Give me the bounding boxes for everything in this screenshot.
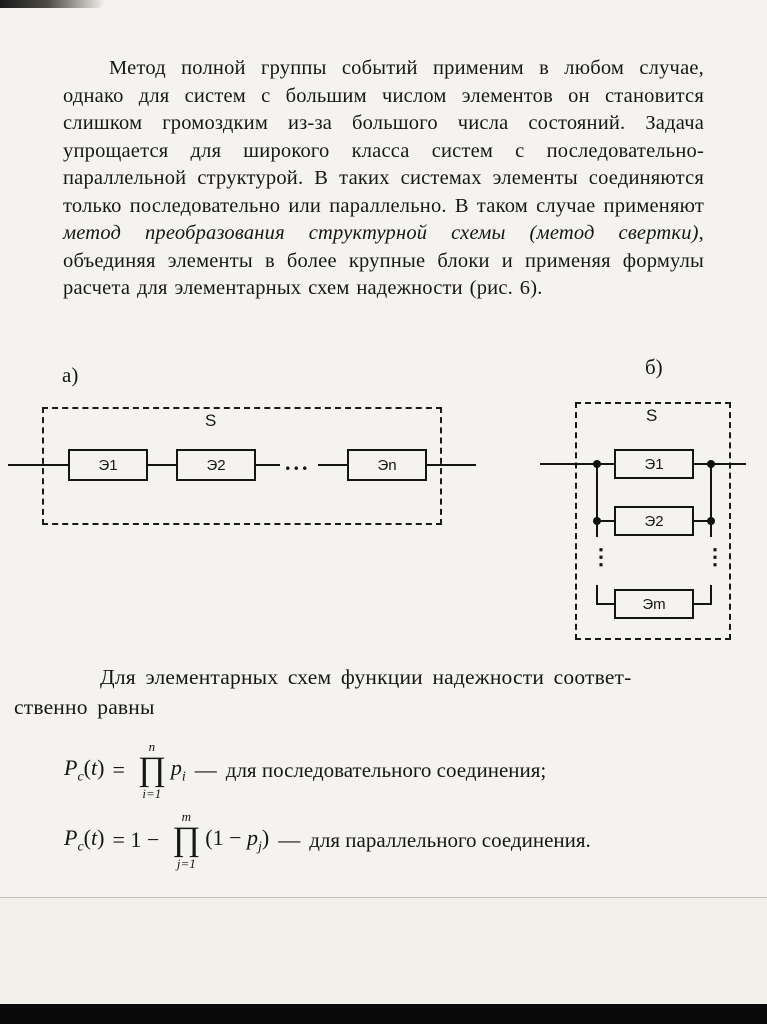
diagram-a-block-e2: Э2 — [176, 449, 256, 481]
formula-parallel-term-close: ) — [261, 825, 270, 851]
diagram-a-block-en: Эn — [347, 449, 427, 481]
formula-parallel-product: m ∏ j=1 — [172, 809, 201, 871]
formula-parallel: Pc(t) = 1 − m ∏ j=1 (1 − pj) — для парал… — [64, 809, 591, 871]
reliability-line1: Для элементарных схем функции надежности… — [100, 665, 632, 689]
formula-parallel-term: (1 − pj) — [205, 825, 269, 855]
diagram-a-block-e1: Э1 — [68, 449, 148, 481]
formula-parallel-lower-limit: j=1 — [176, 855, 196, 871]
diagram-b-wire-in — [540, 463, 614, 465]
diagram-a-wire-out — [427, 464, 476, 466]
formula-series-equals: = — [112, 757, 125, 783]
diagram-b-right-bus-upper — [710, 463, 712, 537]
diagram-a-wire-2 — [256, 464, 280, 466]
formula-series-product: n ∏ i=1 — [137, 739, 166, 801]
formula-parallel-lhs: Pc(t) — [64, 825, 104, 855]
diagram-b-wire-e2-right — [694, 520, 712, 522]
formula-series-P: P — [64, 755, 78, 781]
intro-text-italic: метод преобразования структурной схемы (… — [63, 222, 699, 244]
formula-parallel-upper-limit: m — [181, 809, 191, 824]
diagram-b-left-bus-upper — [596, 463, 598, 537]
diagram-b-ellipsis-right: ⋮ — [704, 544, 726, 569]
scan-page-bottom-zone — [0, 898, 767, 1004]
diagram-b-block-e1: Э1 — [614, 449, 694, 479]
formula-parallel-equals: = 1 − — [112, 827, 160, 853]
formula-series-paren-close: ) — [97, 755, 105, 781]
diagram-b-right-bus-lower — [710, 585, 712, 605]
diagram-b-wire-em-left — [596, 603, 614, 605]
scan-artifact-line — [0, 897, 767, 898]
diagram-a-boundary — [42, 407, 442, 525]
formula-series-arg-t: t — [91, 755, 98, 781]
formula-parallel-paren-open: ( — [83, 825, 91, 851]
scan-artifact-bottom-bar — [0, 1004, 767, 1024]
diagram-b-boundary — [575, 402, 731, 640]
formula-parallel-term-open: (1 − — [205, 825, 248, 851]
diagram-b-junction-dot — [707, 517, 715, 525]
formula-series-lower-limit: i=1 — [142, 785, 162, 801]
formula-parallel-p: p — [247, 825, 259, 851]
diagram-b-wire-e2-left — [596, 520, 614, 522]
diagram-b-junction-dot — [593, 517, 601, 525]
diagram-a-system-label: S — [205, 411, 217, 430]
diagram-b-ellipsis-left: ⋮ — [590, 544, 612, 569]
formula-series-p-sub: i — [181, 769, 186, 785]
formula-series-dash: — — [194, 757, 217, 783]
reliability-paragraph: Для элементарных схем функции надежности… — [14, 662, 756, 722]
formula-series: Pc(t) = n ∏ i=1 pi — для последовательно… — [64, 739, 547, 801]
diagram-b-label: б) — [645, 355, 663, 379]
diagram-b-system-label: S — [646, 406, 658, 425]
diagram-b-left-bus-lower — [596, 585, 598, 605]
formula-series-upper-limit: n — [148, 739, 156, 754]
diagram-b-wire-out — [694, 463, 746, 465]
intro-paragraph: Метод полной группы событий применим в л… — [63, 55, 704, 303]
product-operator-icon: ∏ — [172, 821, 201, 859]
formula-series-lhs: Pc(t) — [64, 755, 104, 785]
formula-series-sub-c: c — [77, 769, 84, 785]
diagram-b-wire-em-right — [694, 603, 712, 605]
formula-parallel-P: P — [64, 825, 78, 851]
formula-parallel-paren-close: ) — [97, 825, 105, 851]
formula-parallel-sub-c: c — [77, 839, 84, 855]
formula-parallel-caption: для параллельного соединения. — [309, 827, 591, 852]
diagram-a-wire-in — [8, 464, 68, 466]
formula-parallel-arg-t: t — [91, 825, 98, 851]
diagram-b-junction-dot — [707, 460, 715, 468]
diagram-a-label: а) — [62, 363, 79, 387]
diagram-b-junction-dot — [593, 460, 601, 468]
diagram-a-ellipsis: ... — [285, 450, 311, 475]
diagram-b-block-em: Эm — [614, 589, 694, 619]
formula-series-term: pi — [171, 755, 186, 785]
formula-parallel-dash: — — [278, 827, 301, 853]
diagram-b-block-e2: Э2 — [614, 506, 694, 536]
reliability-line2: ственно равны — [14, 695, 155, 719]
intro-text-part1: Метод полной группы событий применим в л… — [63, 57, 704, 217]
scan-artifact-corner — [0, 0, 105, 8]
formula-parallel-p-sub: j — [258, 839, 262, 855]
intro-text-part2: , объединяя элементы в более крупные бло… — [63, 222, 704, 299]
diagram-a-wire-3 — [318, 464, 347, 466]
formula-series-paren-open: ( — [83, 755, 91, 781]
formula-series-caption: для последовательного соединения; — [225, 757, 547, 782]
product-operator-icon: ∏ — [137, 751, 166, 789]
diagram-a-wire-1 — [148, 464, 176, 466]
formula-series-p: p — [170, 755, 182, 781]
